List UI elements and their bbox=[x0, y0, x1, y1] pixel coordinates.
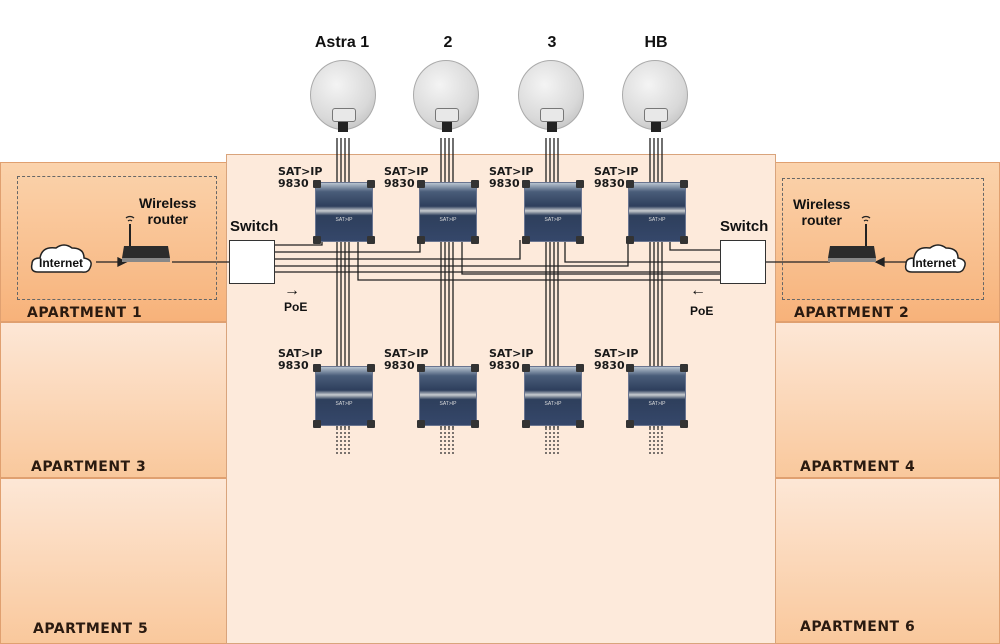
router-label-line1: Wireless bbox=[139, 195, 197, 211]
satip-server-module[interactable]: SAT>IP bbox=[313, 364, 375, 428]
apartment-5: APARTMENT 5 bbox=[0, 478, 228, 644]
internet-cloud-icon bbox=[904, 244, 966, 273]
left-switch-label: Switch bbox=[230, 218, 279, 235]
device-model: 9830 bbox=[278, 177, 309, 190]
lnb-mount-icon bbox=[442, 122, 452, 132]
left-internet-label: Internet bbox=[39, 256, 84, 270]
eth-line-2 bbox=[275, 240, 421, 253]
router-label-line1: Wireless bbox=[793, 196, 851, 212]
apartment-4: APARTMENT 4 bbox=[775, 322, 1000, 478]
device-brand: SAT>IP bbox=[278, 165, 323, 178]
eth-line-3 bbox=[275, 240, 521, 260]
module-label: SAT>IP bbox=[439, 217, 457, 223]
device-brand: SAT>IP bbox=[489, 347, 534, 360]
module-label: SAT>IP bbox=[544, 217, 562, 223]
device-brand: SAT>IP bbox=[384, 347, 429, 360]
eth-line-9 bbox=[669, 240, 720, 251]
apartment-2-network-area bbox=[782, 178, 984, 300]
left-network-switch[interactable] bbox=[229, 240, 275, 284]
left-poe-arrow-icon: → bbox=[284, 282, 300, 299]
eth-line-7 bbox=[461, 240, 720, 275]
satip-server-module[interactable]: SAT>IP bbox=[417, 180, 479, 244]
right-network-switch[interactable] bbox=[720, 240, 766, 284]
apartment-6-label: APARTMENT 6 bbox=[800, 619, 916, 635]
apartment-3-label: APARTMENT 3 bbox=[31, 459, 147, 475]
apartment-1-network-area bbox=[17, 176, 217, 300]
lnb-icon bbox=[332, 108, 356, 122]
apartment-2: APARTMENT 2 bbox=[775, 162, 1000, 322]
module-label: SAT>IP bbox=[648, 217, 666, 223]
device-model: 9830 bbox=[384, 359, 415, 372]
device-model: 9830 bbox=[384, 177, 415, 190]
right-poe-label: PoE bbox=[690, 304, 714, 318]
right-arrow-head bbox=[874, 256, 885, 268]
apartment-6: APARTMENT 6 bbox=[775, 478, 1000, 644]
left-poe-label: PoE bbox=[284, 300, 308, 314]
apartment-4-label: APARTMENT 4 bbox=[800, 459, 916, 475]
module-label: SAT>IP bbox=[544, 401, 562, 407]
right-poe-arrow-icon: ← bbox=[690, 282, 706, 299]
satip-server-module[interactable]: SAT>IP bbox=[313, 180, 375, 244]
satip-server-module[interactable]: SAT>IP bbox=[626, 180, 688, 244]
wireless-router-icon[interactable] bbox=[120, 206, 172, 264]
satip-server-module[interactable]: SAT>IP bbox=[417, 364, 479, 428]
device-brand: SAT>IP bbox=[594, 165, 639, 178]
module-label: SAT>IP bbox=[648, 401, 666, 407]
eth-line-4 bbox=[275, 240, 629, 267]
satip-server-module[interactable]: SAT>IP bbox=[626, 364, 688, 428]
lnb-mount-icon bbox=[338, 122, 348, 132]
lnb-icon bbox=[540, 108, 564, 122]
apartment-1-label: APARTMENT 1 bbox=[27, 305, 143, 321]
device-brand: SAT>IP bbox=[594, 347, 639, 360]
output-cables bbox=[336, 428, 663, 455]
lnb-icon bbox=[644, 108, 668, 122]
satellite-label-astra1: Astra 1 bbox=[314, 34, 370, 51]
right-switch-label: Switch bbox=[720, 218, 769, 235]
eth-line-8 bbox=[564, 240, 720, 263]
satellite-label-hb: HB bbox=[644, 34, 668, 51]
satellite-label-2: 2 bbox=[443, 34, 453, 51]
lnb-mount-icon bbox=[651, 122, 661, 132]
internet-cloud-icon bbox=[30, 244, 92, 273]
eth-line-6 bbox=[357, 240, 720, 281]
satip-server-module[interactable]: SAT>IP bbox=[522, 180, 584, 244]
satip-server-module[interactable]: SAT>IP bbox=[522, 364, 584, 428]
apartment-2-label: APARTMENT 2 bbox=[794, 305, 910, 321]
device-model: 9830 bbox=[594, 359, 625, 372]
lnb-mount-icon bbox=[547, 122, 557, 132]
apartment-5-label: APARTMENT 5 bbox=[33, 621, 149, 637]
right-internet-label: Internet bbox=[912, 256, 957, 270]
device-brand: SAT>IP bbox=[489, 165, 534, 178]
device-model: 9830 bbox=[489, 359, 520, 372]
lnb-icon bbox=[435, 108, 459, 122]
router-label-line2: router bbox=[147, 211, 188, 227]
satellite-label-3: 3 bbox=[547, 34, 557, 51]
device-brand: SAT>IP bbox=[384, 165, 429, 178]
router-label-line2: router bbox=[801, 212, 842, 228]
module-label: SAT>IP bbox=[335, 401, 353, 407]
module-label: SAT>IP bbox=[439, 401, 457, 407]
device-model: 9830 bbox=[278, 359, 309, 372]
module-label: SAT>IP bbox=[335, 217, 353, 223]
apartment-1: APARTMENT 1 bbox=[0, 162, 228, 322]
apartment-3: APARTMENT 3 bbox=[0, 322, 228, 478]
device-brand: SAT>IP bbox=[278, 347, 323, 360]
device-model: 9830 bbox=[489, 177, 520, 190]
device-model: 9830 bbox=[594, 177, 625, 190]
wireless-router-icon[interactable] bbox=[826, 206, 878, 264]
